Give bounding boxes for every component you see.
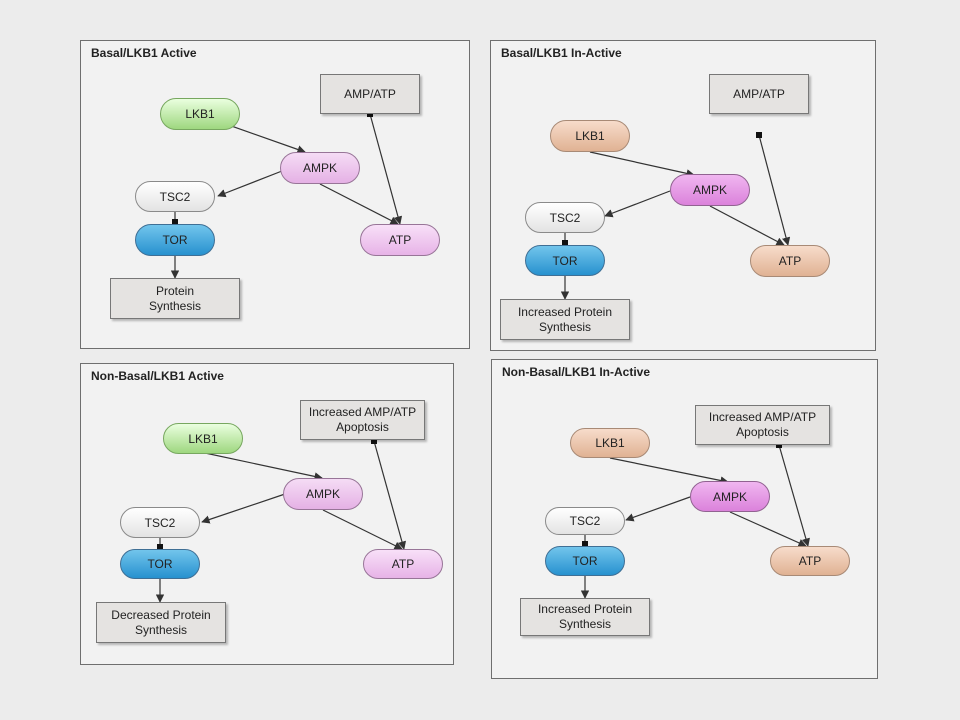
edge-ampatp-atp <box>778 444 810 547</box>
inhibition-square <box>562 240 568 246</box>
edge-tail-square <box>756 132 762 138</box>
node-tor: TOR <box>135 224 215 256</box>
node-label: Increased AMP/ATP Apoptosis <box>308 405 417 434</box>
edge-tail-square <box>367 111 373 117</box>
edge-ampk-atp <box>319 183 399 225</box>
node-amp-atp: Increased AMP/ATP Apoptosis <box>300 400 425 440</box>
node-amp-atp: AMP/ATP <box>320 74 420 114</box>
node-label: Increased Protein Synthesis <box>537 602 633 631</box>
node-label: LKB1 <box>188 431 218 446</box>
node-label: Increased Protein Synthesis <box>517 304 613 334</box>
node-tsc2: TSC2 <box>135 181 215 212</box>
edge-ampk-atp <box>709 205 785 246</box>
node-label: ATP <box>778 254 802 268</box>
node-protein-synthesis: Increased Protein Synthesis <box>500 299 630 340</box>
node-label: TOR <box>552 253 578 268</box>
node-protein-synthesis: Increased Protein Synthesis <box>520 598 650 636</box>
edge-lkb1-ampk <box>589 151 695 178</box>
node-tor: TOR <box>545 546 625 576</box>
node-label: Decreased Protein Synthesis <box>111 607 211 637</box>
edge-ampk-tsc2 <box>217 170 283 198</box>
node-protein-synthesis: Decreased Protein Synthesis <box>96 602 226 643</box>
node-atp: ATP <box>750 245 830 277</box>
node-label: TOR <box>572 554 598 568</box>
edge-lkb1-ampk <box>609 457 729 485</box>
node-atp: ATP <box>363 549 443 579</box>
edge-ampatp-atp <box>369 113 403 225</box>
node-lkb1: LKB1 <box>163 423 243 454</box>
node-label: TSC2 <box>569 514 601 528</box>
node-amp-atp: Increased AMP/ATP Apoptosis <box>695 405 830 445</box>
node-ampk: AMPK <box>283 478 363 510</box>
panel-title: Non-Basal/LKB1 In-Active <box>502 365 651 379</box>
node-protein-synthesis: Protein Synthesis <box>110 278 240 319</box>
node-tor: TOR <box>120 549 200 579</box>
edge-tail-square <box>371 438 377 444</box>
panel-title: Basal/LKB1 In-Active <box>501 46 622 60</box>
node-label: LKB1 <box>185 107 215 121</box>
edge-ampk-tsc2 <box>604 190 671 218</box>
node-tor: TOR <box>525 245 605 276</box>
node-label: ATP <box>798 554 822 568</box>
panel-title: Non-Basal/LKB1 Active <box>91 369 224 383</box>
node-label: AMP/ATP <box>344 86 396 101</box>
node-lkb1: LKB1 <box>160 98 240 130</box>
node-lkb1: LKB1 <box>550 120 630 152</box>
edge-ampatp-atp <box>373 440 407 550</box>
node-label: Protein Synthesis <box>148 283 202 313</box>
edge-ampk-tsc2 <box>201 493 286 524</box>
edge-tail-square <box>776 442 782 448</box>
node-ampk: AMPK <box>280 152 360 184</box>
node-lkb1: LKB1 <box>570 428 650 458</box>
node-label: TOR <box>162 233 188 247</box>
node-label: AMPK <box>692 183 727 197</box>
inhibition-square <box>582 541 588 547</box>
node-label: AMP/ATP <box>733 86 785 101</box>
node-label: AMPK <box>712 489 747 504</box>
inhibition-square <box>157 544 163 550</box>
node-label: LKB1 <box>575 129 605 143</box>
panel-title: Basal/LKB1 Active <box>91 46 197 60</box>
inhibition-square <box>172 219 178 225</box>
edge-ampk-atp <box>729 511 807 547</box>
node-label: TOR <box>147 557 173 571</box>
node-label: TSC2 <box>144 515 176 530</box>
node-label: AMPK <box>302 161 337 175</box>
node-tsc2: TSC2 <box>120 507 200 538</box>
node-ampk: AMPK <box>690 481 770 512</box>
node-label: LKB1 <box>595 436 625 450</box>
node-label: ATP <box>391 557 415 571</box>
node-label: TSC2 <box>549 210 581 225</box>
node-label: Increased AMP/ATP Apoptosis <box>708 410 817 439</box>
node-tsc2: TSC2 <box>525 202 605 233</box>
node-atp: ATP <box>770 546 850 576</box>
edge-lkb1-ampk <box>219 121 306 154</box>
edge-ampk-tsc2 <box>625 496 691 522</box>
edge-ampk-atp <box>322 509 403 550</box>
edge-lkb1-ampk <box>204 452 323 481</box>
node-tsc2: TSC2 <box>545 507 625 535</box>
node-label: AMPK <box>305 487 340 501</box>
edge-ampatp-atp <box>758 134 791 246</box>
node-ampk: AMPK <box>670 174 750 206</box>
node-label: ATP <box>388 233 412 247</box>
node-atp: ATP <box>360 224 440 256</box>
node-label: TSC2 <box>159 189 191 204</box>
node-amp-atp: AMP/ATP <box>709 74 809 114</box>
